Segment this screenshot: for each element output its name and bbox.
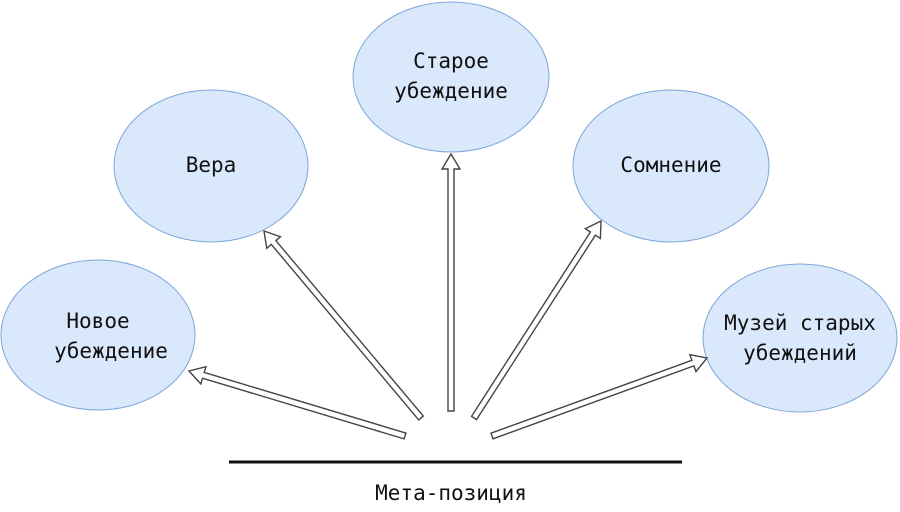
node-old-belief-label-1: Старое (413, 49, 489, 73)
arrow-to-old-belief (440, 152, 462, 412)
node-faith (113, 89, 309, 243)
arrow-to-museum (490, 353, 709, 440)
node-old-belief-label-2: убеждение (394, 79, 508, 103)
node-faith-label: Вера (186, 153, 237, 177)
node-new-belief-label-1: Новое (66, 309, 129, 333)
node-museum-label-1: Музей старых (724, 311, 876, 335)
arrow-to-new-belief (187, 365, 407, 440)
node-museum (702, 263, 898, 413)
base-label: Мета-позиция (375, 481, 527, 505)
arrow-to-faith (263, 229, 425, 421)
node-doubt-label: Сомнение (620, 153, 721, 177)
arrow-to-doubt (470, 219, 602, 421)
node-doubt (572, 89, 770, 243)
node-museum-label-2: убеждений (743, 341, 857, 365)
node-new-belief-label-2: убеждение (54, 339, 168, 363)
node-old-belief (352, 1, 550, 153)
node-new-belief (0, 259, 196, 411)
